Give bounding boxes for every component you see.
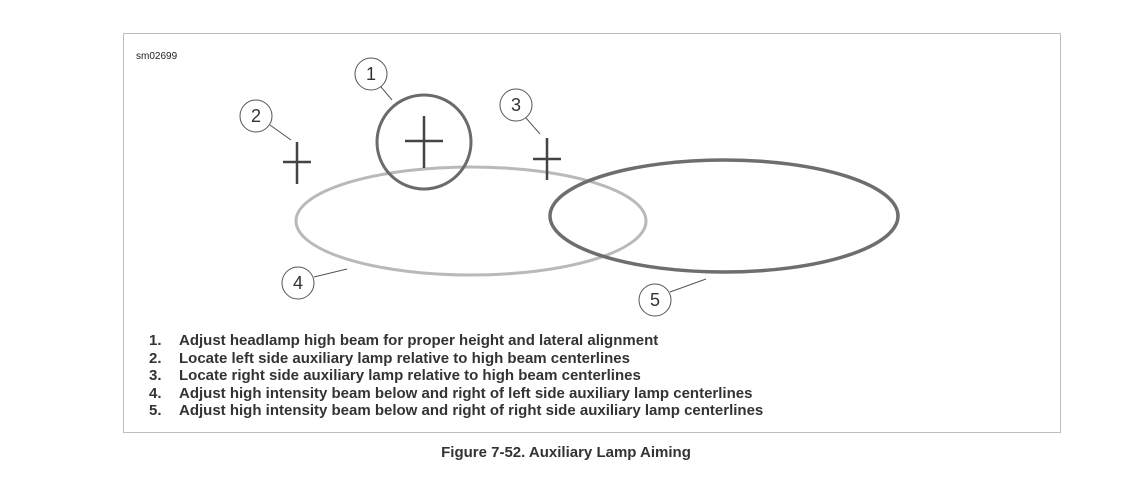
high-beam-circle: [375, 93, 473, 191]
legend-item: 1.Adjust headlamp high beam for proper h…: [149, 332, 659, 349]
svg-text:2: 2: [251, 106, 261, 126]
figure-code: sm02699: [136, 51, 178, 62]
legend-item: 4.Adjust high intensity beam below and r…: [149, 384, 753, 402]
svg-text:4: 4: [293, 273, 303, 293]
right-aux-beam-ellipse: [548, 158, 900, 274]
aiming-diagram: 1 2 3 4 5: [239, 57, 900, 317]
svg-text:3: 3: [511, 95, 521, 115]
figure-caption: Figure 7-52. Auxiliary Lamp Aiming: [441, 444, 691, 461]
callout-3: 3: [499, 88, 541, 135]
legend-item: 3.Locate right side auxiliary lamp relat…: [149, 367, 641, 384]
callout-4: 4: [281, 266, 348, 300]
callout-1: 1: [354, 57, 393, 101]
callout-2: 2: [239, 99, 292, 141]
high-beam-crosshair: [405, 116, 443, 168]
svg-text:5: 5: [650, 290, 660, 310]
callout-5: 5: [638, 278, 707, 317]
svg-text:1: 1: [366, 64, 376, 84]
left-aux-crosshair: [283, 142, 311, 184]
left-aux-beam-ellipse: [294, 165, 648, 277]
legend-list: 1.Adjust headlamp high beam for proper h…: [149, 332, 763, 420]
legend-item: 2.Locate left side auxiliary lamp relati…: [149, 349, 630, 367]
figure-frame: sm02699 1 2: [123, 33, 1061, 433]
legend-item: 5.Adjust high intensity beam below and r…: [149, 402, 764, 419]
right-aux-crosshair: [533, 138, 561, 180]
